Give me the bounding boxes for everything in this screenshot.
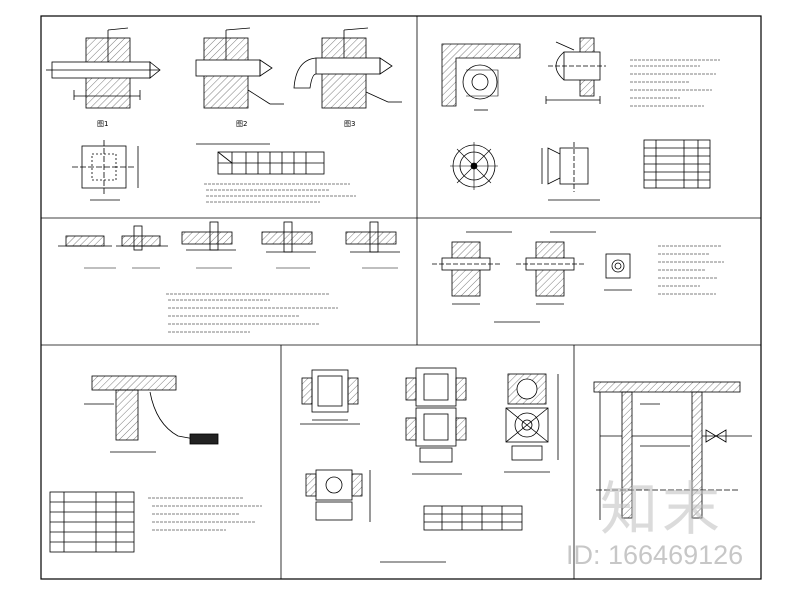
sleeve-detail-panel <box>432 231 724 323</box>
watermark-brand: 知末 <box>600 475 725 543</box>
pipe-support-panel <box>58 221 400 333</box>
pipe-penetration-panel: 图1 图2 图3 <box>46 27 402 203</box>
wall-section-panel <box>593 381 752 520</box>
sheet-border <box>40 15 762 580</box>
figure-caption: 图2 <box>236 120 247 128</box>
fan-coil-panel <box>300 367 559 563</box>
fan-detail-panel <box>441 37 720 201</box>
watermark-id: ID: 166469126 <box>566 540 744 570</box>
figure-caption: 图1 <box>97 120 108 128</box>
drain-detail-panel <box>49 375 262 553</box>
figure-caption: 图3 <box>344 120 355 128</box>
